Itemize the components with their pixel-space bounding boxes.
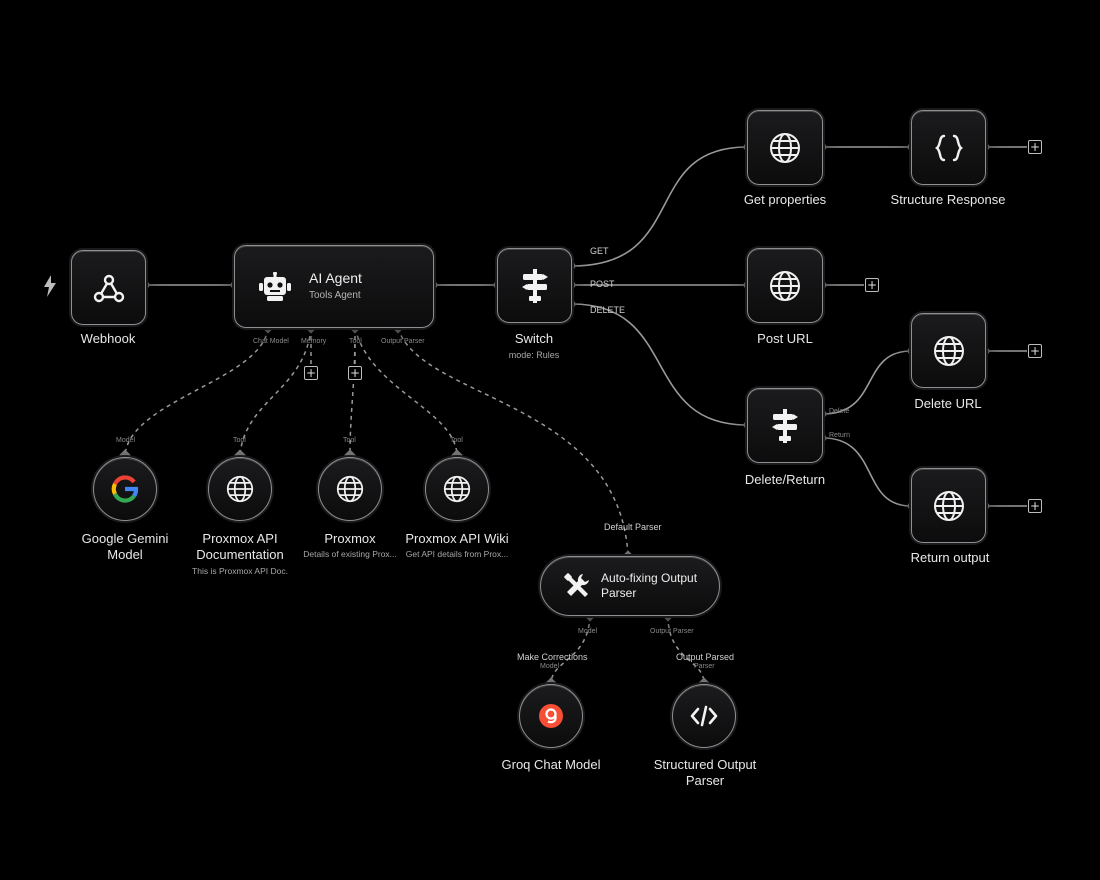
ai-agent-subtitle: Tools Agent: [309, 290, 361, 301]
globe-icon: [769, 132, 801, 164]
robot-icon: [259, 272, 291, 302]
structured-output-parser-node[interactable]: [672, 684, 736, 748]
wire-delreturn-deleteurl: [822, 350, 912, 415]
globe-icon: [336, 475, 364, 503]
add-after-structure-button[interactable]: +: [1028, 140, 1042, 154]
ai-agent-title: AI Agent: [309, 270, 362, 286]
groq-label: Groq Chat Model: [501, 757, 601, 772]
lightning-icon: [43, 275, 57, 302]
structure-response-label: Structure Response: [890, 192, 1006, 207]
delete-return-label: Delete/Return: [744, 472, 826, 487]
agent-port-tool: Tool: [349, 338, 362, 345]
add-after-delete-url-button[interactable]: +: [1028, 344, 1042, 358]
structured-label-line2: Parser: [685, 773, 725, 788]
wire-delreturn-return: [822, 437, 912, 507]
autofix-port-model: Model: [578, 628, 598, 635]
wire-agent-apidoc: [239, 327, 312, 456]
delete-return-node[interactable]: [747, 388, 823, 463]
gemini-label-line2: Model: [107, 547, 143, 562]
wire-agent-gemini: [124, 327, 269, 456]
switch-icon: [770, 408, 800, 443]
apidoc-label-line2: Documentation: [196, 547, 284, 562]
switch-output-get: GET: [590, 246, 609, 256]
get-properties-label: Get properties: [743, 192, 827, 207]
globe-icon: [226, 475, 254, 503]
delete-return-output-delete: Delete: [829, 408, 850, 415]
switch-output-delete: DELETE: [590, 305, 626, 315]
structured-port-label: Output Parsed: [676, 652, 735, 662]
code-icon: [690, 704, 718, 728]
autofix-port-output-parser: Output Parser: [650, 628, 694, 635]
autofix-input-label: Default Parser: [604, 522, 662, 532]
return-output-label: Return output: [910, 550, 990, 565]
wire-switch-delete: [571, 303, 748, 426]
proxmox-subtitle: Details of existing Prox...: [303, 549, 397, 559]
autofix-title-line1: Auto-fixing Output: [601, 571, 698, 585]
wiki-label: Proxmox API Wiki: [405, 531, 509, 546]
webhook-node[interactable]: [71, 250, 146, 325]
wiki-port-label: Tool: [450, 437, 463, 444]
add-memory-button[interactable]: +: [304, 366, 318, 380]
add-after-post-button[interactable]: +: [865, 278, 879, 292]
delete-return-output-return: Return: [829, 432, 851, 439]
delete-url-label: Delete URL: [914, 396, 982, 411]
wire-switch-get: [571, 146, 748, 267]
agent-port-chat-model: Chat Model: [253, 338, 289, 345]
wire-agent-parser: [397, 327, 629, 557]
groq-icon: [538, 703, 564, 729]
wire-agent-proxmox: [349, 327, 356, 456]
post-url-node[interactable]: [747, 248, 823, 323]
proxmox-wiki-node[interactable]: [425, 457, 489, 521]
delete-url-node[interactable]: [911, 313, 986, 388]
return-output-node[interactable]: [911, 468, 986, 543]
agent-port-memory: Memory: [301, 338, 327, 345]
agent-port-output-parser: Output Parser: [381, 338, 425, 345]
globe-icon: [933, 490, 965, 522]
structured-port-type: Parser: [694, 663, 715, 670]
proxmox-label: Proxmox: [324, 531, 376, 546]
proxmox-port-label: Tool: [343, 437, 356, 444]
google-gemini-node[interactable]: [93, 457, 157, 521]
wiki-subtitle: Get API details from Prox...: [405, 549, 509, 559]
groq-port-label: Make Corrections: [517, 652, 588, 662]
switch-label: Switch: [514, 331, 554, 346]
globe-icon: [443, 475, 471, 503]
webhook-label: Webhook: [80, 331, 136, 346]
apidoc-label-line1: Proxmox API: [202, 531, 278, 546]
autofix-parser-node[interactable]: Auto-fixing Output Parser: [540, 556, 720, 616]
globe-icon: [933, 335, 965, 367]
add-tool-button[interactable]: +: [348, 366, 362, 380]
switch-subtitle: mode: Rules: [508, 350, 560, 360]
groq-port-type: Model: [540, 663, 560, 670]
post-url-label: Post URL: [757, 331, 813, 346]
switch-icon: [520, 268, 550, 303]
apidoc-subtitle: This is Proxmox API Doc.: [192, 566, 288, 576]
google-icon: [111, 475, 139, 503]
apidoc-port-label: Tool: [233, 437, 246, 444]
wire-agent-wiki: [354, 327, 458, 456]
webhook-icon: [92, 271, 126, 305]
proxmox-api-doc-node[interactable]: [208, 457, 272, 521]
add-after-return-button[interactable]: +: [1028, 499, 1042, 513]
structure-response-node[interactable]: [911, 110, 986, 185]
wire-autofix-groq: [550, 615, 591, 684]
proxmox-node[interactable]: [318, 457, 382, 521]
gemini-port-label: Model: [116, 437, 136, 444]
tools-icon: [563, 572, 591, 600]
get-properties-node[interactable]: [747, 110, 823, 185]
globe-icon: [769, 270, 801, 302]
braces-icon: [933, 132, 965, 164]
wire-autofix-structured: [667, 615, 705, 684]
ai-agent-node[interactable]: AI Agent Tools Agent: [234, 245, 434, 328]
switch-node[interactable]: [497, 248, 572, 323]
switch-output-post: POST: [590, 279, 615, 289]
gemini-label-line1: Google Gemini: [81, 531, 169, 546]
groq-chat-model-node[interactable]: [519, 684, 583, 748]
autofix-title-line2: Parser: [601, 586, 637, 600]
structured-label-line1: Structured Output: [653, 757, 757, 772]
